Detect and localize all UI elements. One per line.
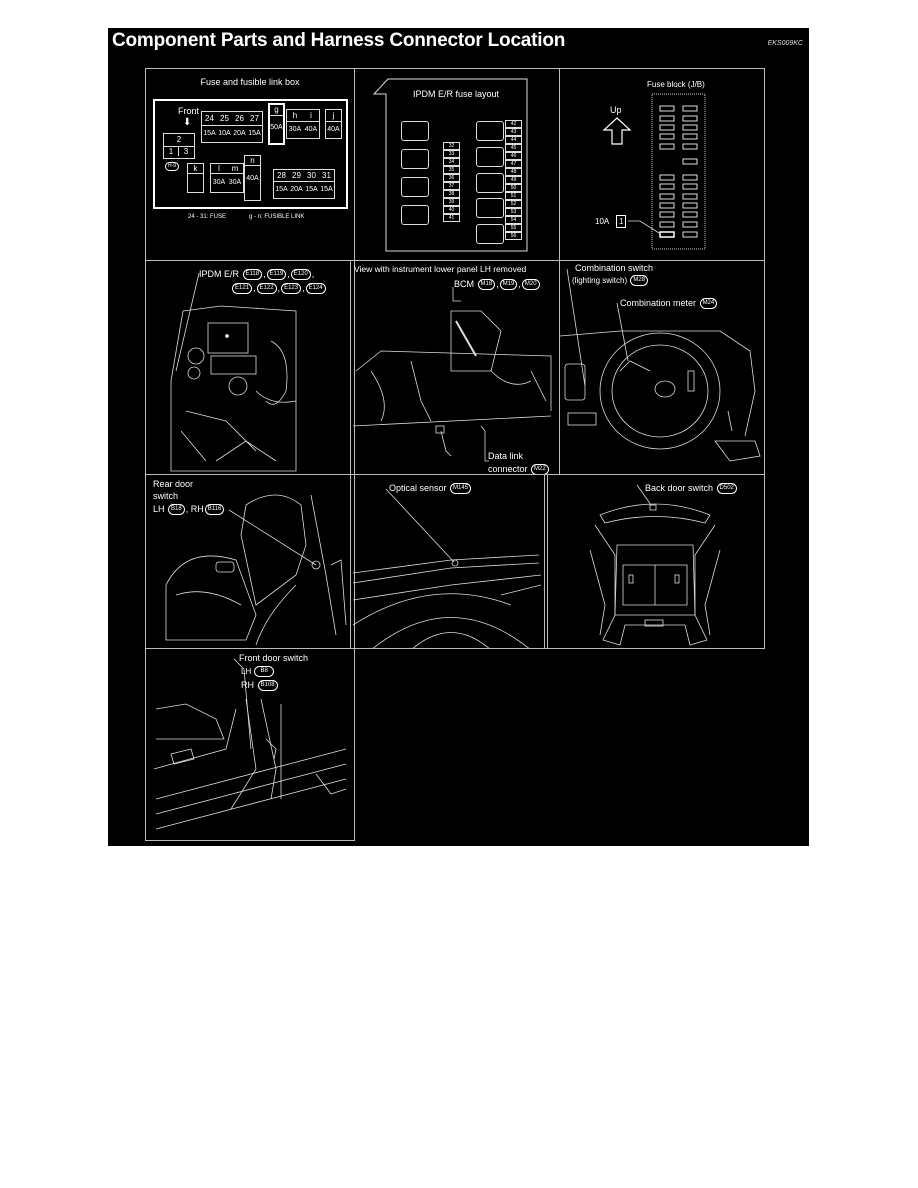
connector-badge: E124	[305, 283, 326, 295]
panel-front-door: Front door switch LH B8 RH B108	[145, 648, 355, 841]
relay-icon	[476, 173, 504, 193]
windshield-drawing	[352, 488, 542, 648]
combo-switch-sub: (lighting switch) M28	[572, 275, 649, 287]
callout-num: 1	[616, 215, 627, 228]
bcm-label: BCM M18,M19,M20	[454, 279, 541, 291]
panel-back-door: Back door switch D502	[544, 474, 765, 649]
connector-badge: E122	[256, 283, 277, 295]
front-door-switch-label: Front door switch	[239, 653, 309, 663]
up-arrow-icon	[602, 117, 632, 145]
relay-icon	[401, 121, 429, 141]
panel-optical-sensor: Optical sensor M145	[350, 474, 548, 649]
front-arrow-icon: ⬇	[183, 117, 192, 128]
connector-badge: B108	[257, 680, 278, 692]
rear-door-label-1: Rear door	[153, 479, 194, 489]
connector-badge: M24	[699, 298, 718, 310]
front-door-pillar-drawing	[153, 658, 347, 830]
page-title: Component Parts and Harness Connector Lo…	[112, 30, 566, 51]
relay-icon	[401, 177, 429, 197]
optical-sensor-label: Optical sensor M145	[389, 483, 472, 495]
panel-fuse-block: Fuse block (J/B) Up 10A 1	[559, 68, 765, 261]
connector-badge: B8	[254, 666, 274, 678]
dlc-label-1: Data link	[488, 451, 524, 461]
link-k: k	[187, 163, 204, 193]
steering-wheel-drawing	[560, 268, 761, 462]
dash-lower-drawing	[352, 287, 552, 462]
relay-icon	[476, 224, 504, 244]
relay-icon	[401, 205, 429, 225]
relay-icon	[476, 147, 504, 167]
combo-meter-label: Combination meter M24	[620, 298, 718, 310]
callout-amp: 10A	[595, 217, 610, 226]
ipdm-left-fuses: 32 33 34 35 36 37 38 39 40 41	[443, 142, 460, 222]
rear-door-label-2: switch	[153, 491, 179, 501]
panel-bcm-view: View with instrument lower panel LH remo…	[350, 260, 560, 475]
fuse-block-drawing	[602, 93, 706, 250]
connector-badge: D502	[716, 483, 737, 495]
figure-code: EKS009KC	[767, 40, 803, 47]
connector-badge: M18	[477, 279, 496, 291]
connector-badge: M19	[499, 279, 518, 291]
engine-bay-drawing	[170, 272, 297, 472]
connector-badge: E119	[266, 269, 287, 281]
ipdm-right-fuses: 42 43 44 45 46 47 48 49 50 51 52 53 54 5…	[505, 120, 522, 240]
connector-badge: E118	[242, 269, 263, 281]
connector-badge: M22	[531, 464, 549, 474]
relay-icon	[401, 149, 429, 169]
relay-icon	[476, 121, 504, 141]
front-door-lh: LH B8	[241, 666, 275, 678]
combo-switch-label: Combination switch	[575, 263, 654, 273]
panel-ipdm-layout: IPDM E/R fuse layout 32 33 34 35 36 37 3…	[354, 68, 560, 261]
diagram-sheet: Component Parts and Harness Connector Lo…	[108, 28, 809, 846]
connector-badge: M145	[450, 483, 472, 495]
vehicle-rear-drawing	[589, 484, 721, 646]
connector-badge: H-9	[165, 162, 180, 171]
front-door-rh: RH B108	[241, 680, 279, 692]
front-label: Front	[178, 106, 200, 116]
panel-steering-view: Combination switch (lighting switch) M28…	[559, 260, 765, 475]
fuse-block-title: Fuse block (J/B)	[647, 80, 705, 89]
connector-badge: E121	[232, 283, 253, 295]
link-n: n 40A	[244, 155, 261, 201]
dlc-label-2: connector M22	[488, 464, 550, 474]
connector-badge: B116	[204, 504, 225, 516]
ipdm-connectors-row2: E121,E122,E123,E124	[231, 283, 327, 295]
ipdm-location-label: IPDM E/R E118,E119,E120,	[199, 269, 315, 281]
relay-icon	[476, 198, 504, 218]
rear-seat-drawing	[165, 494, 347, 646]
connector-badge: E120	[290, 269, 311, 281]
bcm-view-title: View with instrument lower panel LH remo…	[354, 264, 527, 274]
link-g: g 50A	[268, 103, 285, 145]
connector-badge: M20	[521, 279, 540, 291]
panel-ipdm-location: IPDM E/R E118,E119,E120, E121,E122,E123,…	[145, 260, 355, 475]
link-j: j 40A	[325, 109, 342, 139]
connector-badge: E123	[281, 283, 302, 295]
connector-badge: B18	[168, 504, 185, 516]
ipdm-outline	[372, 78, 528, 252]
fuse-box-title: Fuse and fusible link box	[200, 77, 300, 87]
legend-fuse: 24 - 31: FUSE	[188, 214, 227, 220]
ipdm-layout-title: IPDM E/R fuse layout	[412, 89, 500, 99]
up-label: Up	[610, 105, 622, 115]
connector-badge: M28	[630, 275, 649, 287]
back-door-switch-label: Back door switch D502	[645, 483, 738, 495]
legend-link: g - n: FUSIBLE LINK	[249, 214, 305, 220]
